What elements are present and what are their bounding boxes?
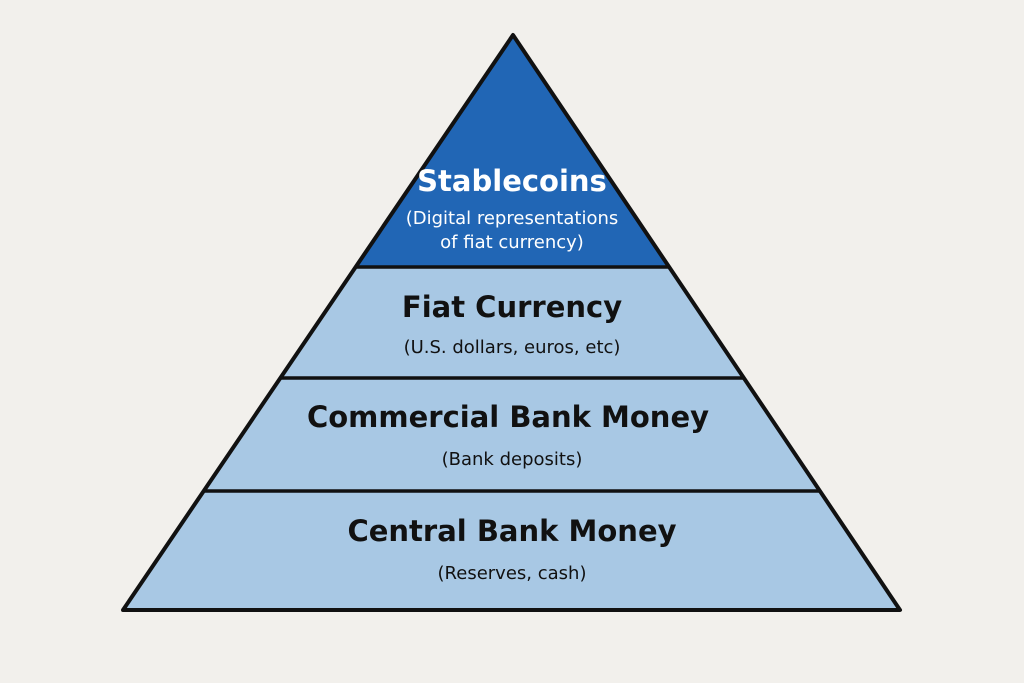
layer-subtitle: (Bank deposits) bbox=[442, 449, 583, 470]
layer-title: Stablecoins bbox=[417, 164, 607, 198]
layer-subtitle: (Reserves, cash) bbox=[438, 563, 587, 584]
layer-title: Fiat Currency bbox=[402, 290, 622, 324]
layer-subtitle: of fiat currency) bbox=[440, 232, 584, 253]
pyramid-outline bbox=[121, 33, 902, 612]
layer-title: Central Bank Money bbox=[347, 514, 676, 548]
layer-commercial-bank-money bbox=[204, 378, 820, 491]
layer-stablecoins bbox=[356, 35, 669, 267]
layer-subtitle: (U.S. dollars, euros, etc) bbox=[404, 337, 621, 358]
layer-fiat-currency bbox=[280, 267, 744, 378]
layer-subtitle: (Digital representations bbox=[406, 208, 619, 229]
layer-title: Commercial Bank Money bbox=[307, 400, 709, 434]
layer-central-bank-money bbox=[123, 491, 900, 610]
